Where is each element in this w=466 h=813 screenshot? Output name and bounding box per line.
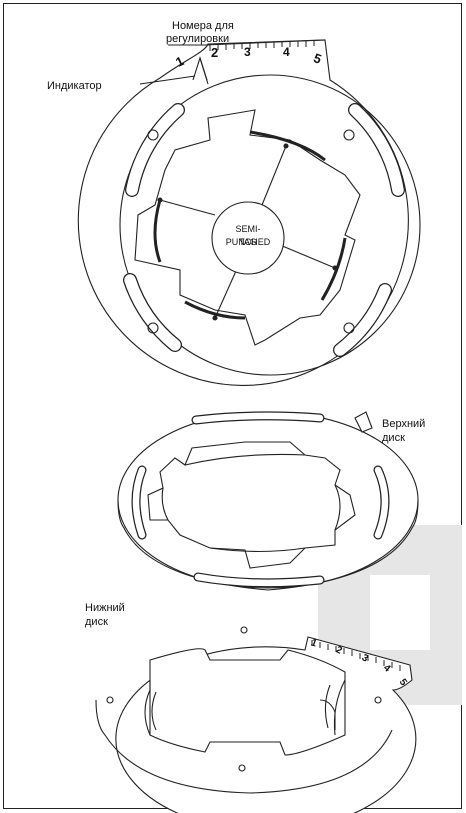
indicator-label: Индикатор bbox=[47, 80, 102, 92]
adjust-numbers-label-line2: регулировки bbox=[166, 33, 230, 45]
lower-disk-label-line1: Нижний bbox=[85, 602, 125, 614]
assembled-disk bbox=[77, 39, 421, 386]
top-scale-number-3: 3 bbox=[244, 45, 251, 59]
upper-disk-label-line2: диск bbox=[382, 432, 405, 444]
center-tag-line1: SEMI-PUNCHED bbox=[225, 224, 271, 247]
lower-disk bbox=[95, 626, 417, 813]
upper-disk-label-line1: Верхний bbox=[382, 418, 426, 430]
top-scale-number-4: 4 bbox=[283, 45, 290, 59]
lower-disk-label-line2: диск bbox=[85, 616, 108, 628]
center-tag-line2: TAG bbox=[239, 237, 257, 247]
top-scale-number-2: 2 bbox=[211, 45, 219, 60]
adjust-numbers-label-line1: Номера для bbox=[172, 20, 234, 32]
upper-disk bbox=[117, 411, 419, 591]
